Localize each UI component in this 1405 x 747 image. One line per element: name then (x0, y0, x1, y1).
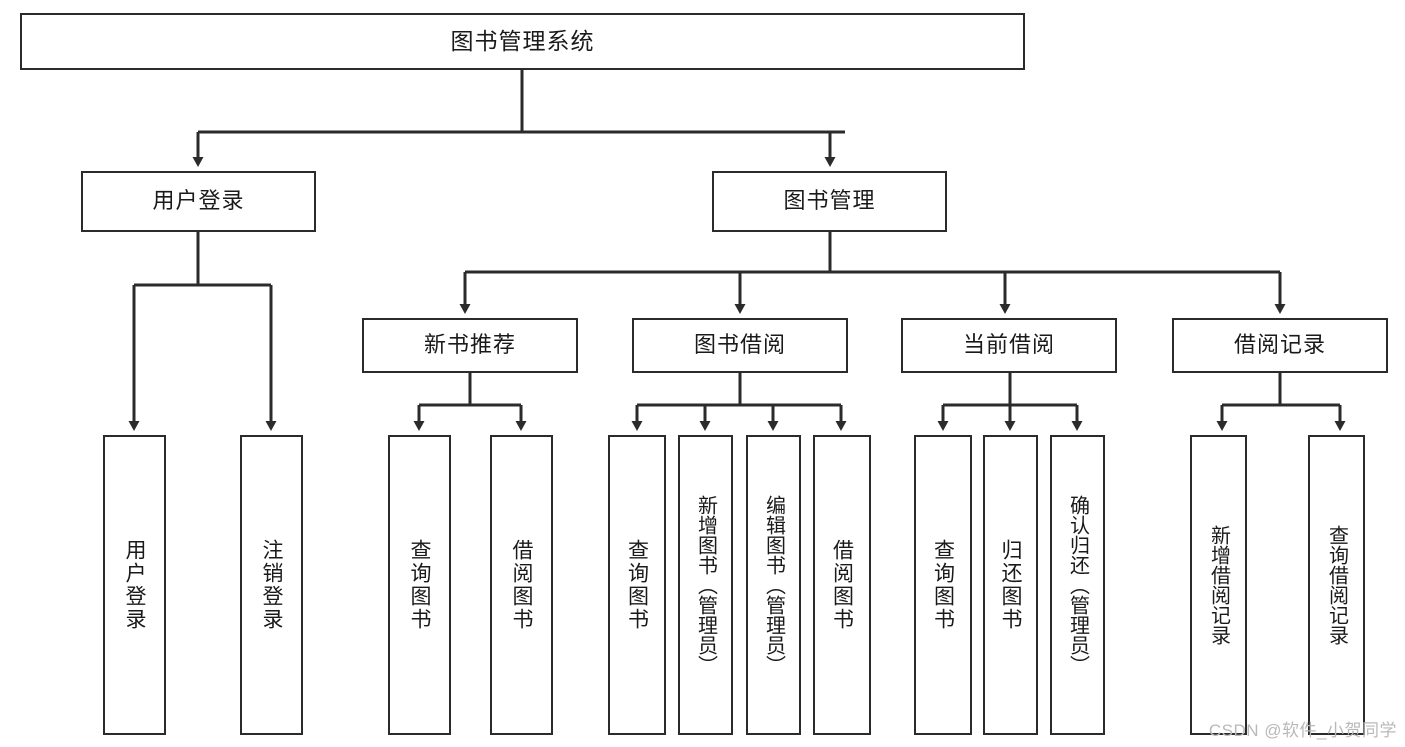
node-new-book-recommend[interactable]: 新书推荐 (362, 318, 578, 373)
leaf-query-book-borrow[interactable]: 查询图书 (608, 435, 666, 735)
leaf-edit-book-admin[interactable]: 编辑图书（管理员） (746, 435, 801, 735)
leaf-confirm-return-admin[interactable]: 确认归还（管理员） (1050, 435, 1105, 735)
node-user-login[interactable]: 用户登录 (81, 171, 316, 232)
leaf-user-logout[interactable]: 注销登录 (240, 435, 303, 735)
leaf-borrow-book-recommend[interactable]: 借阅图书 (490, 435, 553, 735)
node-book-manage[interactable]: 图书管理 (712, 171, 947, 232)
leaf-query-book-recommend[interactable]: 查询图书 (388, 435, 451, 735)
node-root-library-system[interactable]: 图书管理系统 (20, 13, 1025, 70)
watermark-credit: CSDN @软件_小贺同学 (1208, 721, 1397, 740)
leaf-query-book-current[interactable]: 查询图书 (914, 435, 972, 735)
leaf-add-borrow-record[interactable]: 新增借阅记录 (1190, 435, 1247, 735)
leaf-borrow-book-borrow[interactable]: 借阅图书 (813, 435, 871, 735)
node-current-borrow[interactable]: 当前借阅 (901, 318, 1117, 373)
node-book-borrow[interactable]: 图书借阅 (632, 318, 848, 373)
leaf-add-book-admin[interactable]: 新增图书（管理员） (678, 435, 733, 735)
node-borrow-record[interactable]: 借阅记录 (1172, 318, 1388, 373)
leaf-return-book[interactable]: 归还图书 (983, 435, 1038, 735)
leaf-user-login[interactable]: 用户登录 (103, 435, 166, 735)
leaf-query-borrow-record[interactable]: 查询借阅记录 (1308, 435, 1365, 735)
